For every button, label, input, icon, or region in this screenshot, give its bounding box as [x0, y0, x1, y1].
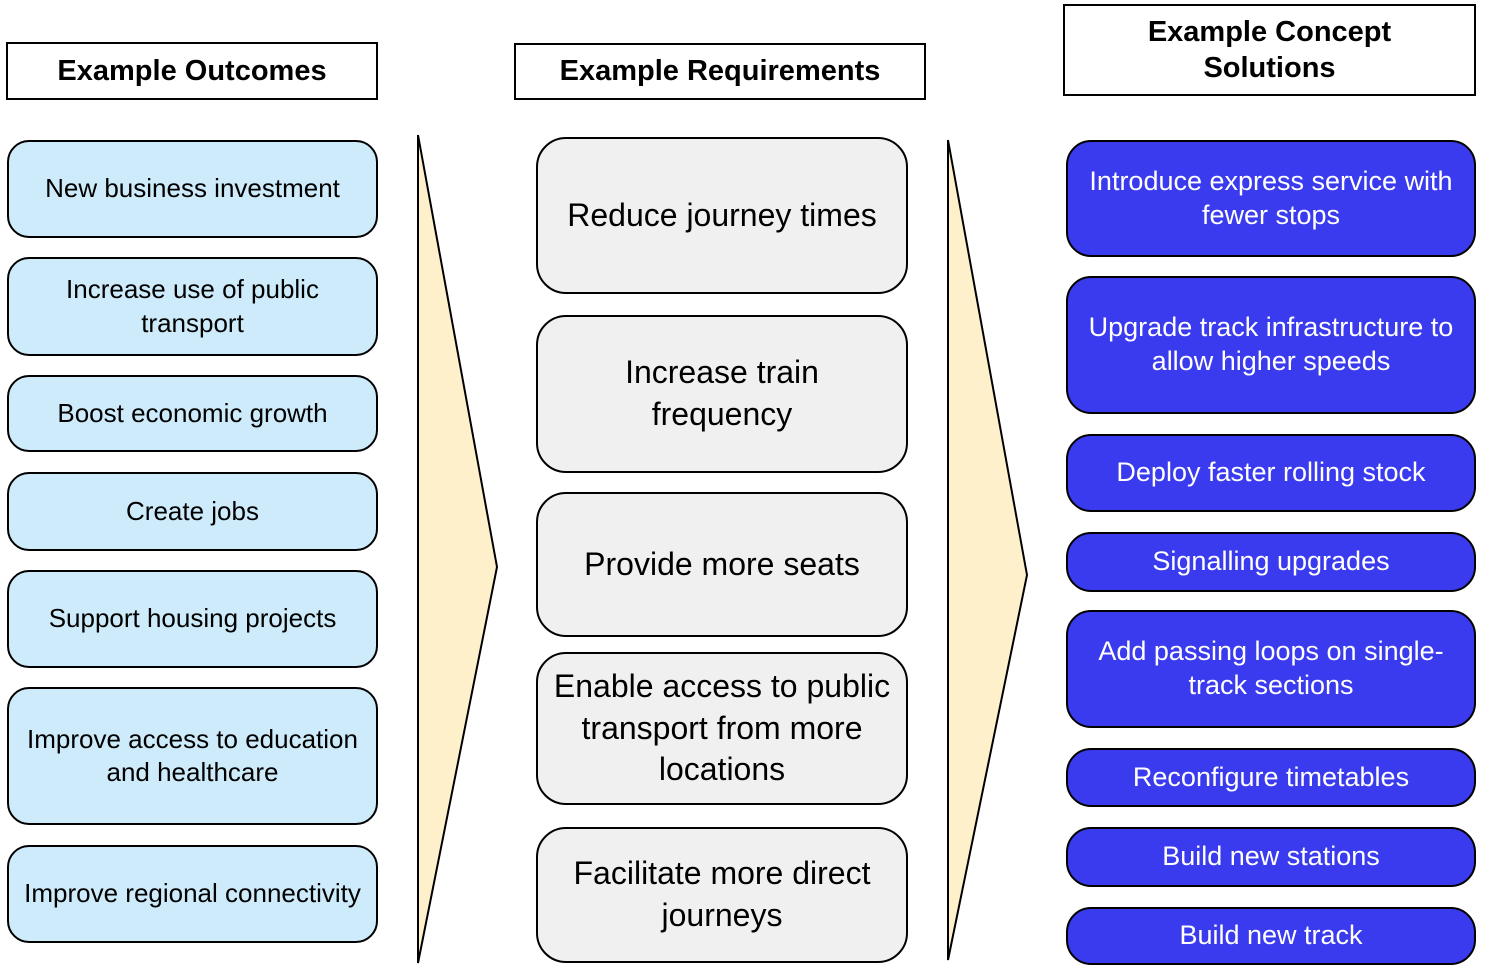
requirements-to-solutions-arrow-icon — [947, 139, 1029, 961]
solution-box: Signalling upgrades — [1066, 532, 1476, 592]
outcome-label: Support housing projects — [48, 603, 337, 634]
requirement-label: Reduce journey times — [567, 196, 877, 233]
requirement-box: Enable access to public transport from m… — [536, 652, 908, 805]
outcomes-header: Example Outcomes — [6, 42, 378, 100]
outcome-label: Improve access to education and healthca… — [27, 723, 358, 787]
requirement-label: Increase train frequency — [625, 354, 819, 432]
requirement-label: Enable access to public transport from m… — [553, 668, 891, 788]
outcome-label: Improve regional connectivity — [24, 878, 361, 909]
solutions-header-label: Example Concept Solutions — [1147, 15, 1392, 84]
solution-label: Upgrade track infrastructure to allow hi… — [1088, 312, 1454, 376]
outcome-box: New business investment — [7, 140, 378, 238]
solution-box: Add passing loops on single-track sectio… — [1066, 610, 1476, 728]
solution-box: Upgrade track infrastructure to allow hi… — [1066, 276, 1476, 414]
outcome-box: Support housing projects — [7, 570, 378, 668]
outcome-box: Boost economic growth — [7, 375, 378, 452]
solution-label: Deploy faster rolling stock — [1116, 457, 1426, 488]
solution-label: Reconfigure timetables — [1132, 761, 1410, 792]
solution-label: Build new stations — [1162, 841, 1380, 872]
solution-box: Deploy faster rolling stock — [1066, 434, 1476, 512]
outcome-label: Create jobs — [126, 495, 259, 526]
requirement-box: Increase train frequency — [536, 315, 908, 473]
requirement-label: Facilitate more direct journeys — [573, 855, 871, 933]
requirements-header: Example Requirements — [514, 43, 926, 100]
outcomes-header-label: Example Outcomes — [57, 54, 327, 87]
requirements-header-label: Example Requirements — [559, 55, 881, 88]
outcome-box: Create jobs — [7, 472, 378, 551]
requirement-box: Facilitate more direct journeys — [536, 827, 908, 963]
solution-box: Introduce express service with fewer sto… — [1066, 140, 1476, 257]
outcome-label: Boost economic growth — [57, 397, 328, 428]
outcome-label: Increase use of public transport — [66, 274, 319, 338]
outcome-box: Improve access to education and healthca… — [7, 687, 378, 825]
outcome-box: Increase use of public transport — [7, 257, 378, 356]
solution-label: Signalling upgrades — [1152, 546, 1390, 577]
solution-box: Build new stations — [1066, 827, 1476, 887]
requirement-box: Provide more seats — [536, 492, 908, 637]
solution-box: Reconfigure timetables — [1066, 748, 1476, 807]
outcome-label: New business investment — [45, 173, 340, 204]
requirement-box: Reduce journey times — [536, 137, 908, 294]
solution-label: Add passing loops on single-track sectio… — [1098, 636, 1444, 700]
solution-box: Build new track — [1066, 907, 1476, 965]
requirement-label: Provide more seats — [584, 545, 860, 582]
outcome-box: Improve regional connectivity — [7, 845, 378, 943]
solutions-header: Example Concept Solutions — [1063, 4, 1476, 96]
solution-label: Introduce express service with fewer sto… — [1089, 165, 1453, 230]
solution-label: Build new track — [1179, 920, 1363, 951]
